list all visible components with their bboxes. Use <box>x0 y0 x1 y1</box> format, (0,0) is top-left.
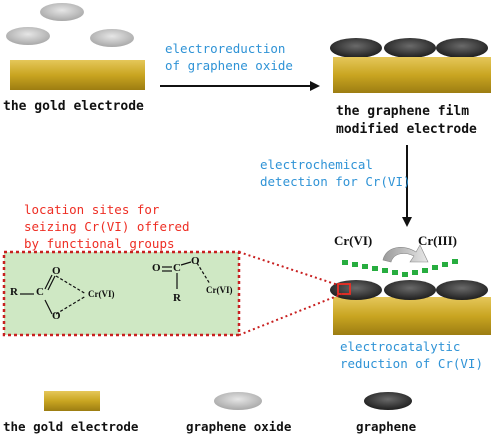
focus-marker <box>337 283 351 295</box>
sites-label-3: by functional groups <box>24 236 175 251</box>
detection-label-2: detection for Cr(VI) <box>260 174 411 189</box>
graphene-sheet <box>330 38 382 58</box>
graphene-sheet <box>436 38 488 58</box>
reduction-bend-arrow <box>382 244 429 263</box>
graphene-oxide-sheet <box>90 29 134 47</box>
reduction-label-1: electroreduction <box>165 41 286 56</box>
gold-electrode <box>10 60 145 90</box>
cr3-label: Cr(III) <box>418 233 457 248</box>
atom-r-right: R <box>173 292 181 304</box>
atom-cr-left: Cr(VI) <box>88 289 115 299</box>
atom-o-left-top: O <box>52 265 61 277</box>
legend-gold-label: the gold electrode <box>3 419 139 434</box>
zoom-connector-bottom <box>238 293 343 336</box>
graphene-sheet <box>330 280 382 300</box>
graphene-sheet <box>436 280 488 300</box>
detection-electrode-base <box>333 297 491 335</box>
modified-electrode-base <box>333 57 491 93</box>
film-label-2: modified electrode <box>336 122 477 137</box>
atom-r-left: R <box>10 286 18 298</box>
legend-graphene-swatch <box>364 392 412 410</box>
cr6-label: Cr(VI) <box>334 233 373 248</box>
catalytic-label-2: reduction of Cr(VI) <box>340 356 483 371</box>
legend-swatches <box>44 391 412 411</box>
atom-o-left-bottom: O <box>52 310 61 322</box>
zoom-connector-top <box>238 251 339 286</box>
carboxylate-structure-right <box>162 261 211 289</box>
legend-graphene-oxide-label: graphene oxide <box>186 419 292 434</box>
graphene-oxide-sheet <box>6 27 50 45</box>
sites-label-1: location sites for <box>24 202 160 217</box>
film-label-1: the graphene film <box>336 104 470 119</box>
cr-species-dots <box>342 259 458 277</box>
atom-cr-right: Cr(VI) <box>206 285 233 295</box>
gold-electrode-label: the gold electrode <box>3 99 144 114</box>
legend-graphene-oxide-swatch <box>214 392 262 410</box>
catalytic-label-1: electrocatalytic <box>340 339 461 354</box>
carboxylate-structure-left <box>20 274 87 315</box>
sites-label-2: seizing Cr(VI) offered <box>24 219 190 234</box>
graphene-sheet <box>384 280 436 300</box>
detection-label-1: electrochemical <box>260 157 373 172</box>
legend-graphene-label: graphene <box>356 419 417 434</box>
legend-gold-swatch <box>44 391 100 411</box>
graphene-oxide-sheet <box>40 3 84 21</box>
atom-o-right-1: O <box>152 262 161 274</box>
atom-c-left: C <box>36 286 44 298</box>
graphene-sheet <box>384 38 436 58</box>
atom-c-right: C <box>173 262 181 274</box>
functional-group-panel <box>2 250 241 337</box>
reduction-label-2: of graphene oxide <box>165 58 293 73</box>
atom-o-right-2: O <box>191 255 200 267</box>
